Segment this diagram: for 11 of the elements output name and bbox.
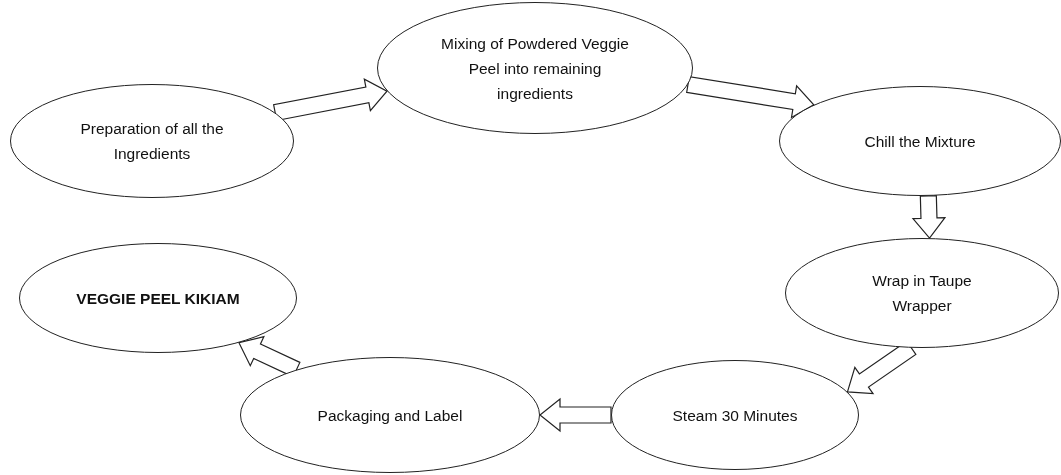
- step-label: Chill the Mixture: [863, 131, 977, 152]
- block-arrow: [272, 78, 388, 122]
- step-label: Wrap in Taupe Wrapper: [871, 271, 973, 316]
- block-arrow: [539, 397, 612, 433]
- step-label: Packaging and Label: [316, 405, 464, 426]
- block-arrow: [686, 75, 815, 119]
- block-arrow: [911, 195, 947, 240]
- product-name: VEGGIE PEEL KIKIAM: [75, 288, 241, 309]
- step-label: Steam 30 Minutes: [671, 405, 799, 426]
- step-label: Mixing of Powdered Veggie Peel into remaining ingredients: [440, 33, 630, 104]
- step-label: Preparation of all the Ingredients: [79, 119, 225, 164]
